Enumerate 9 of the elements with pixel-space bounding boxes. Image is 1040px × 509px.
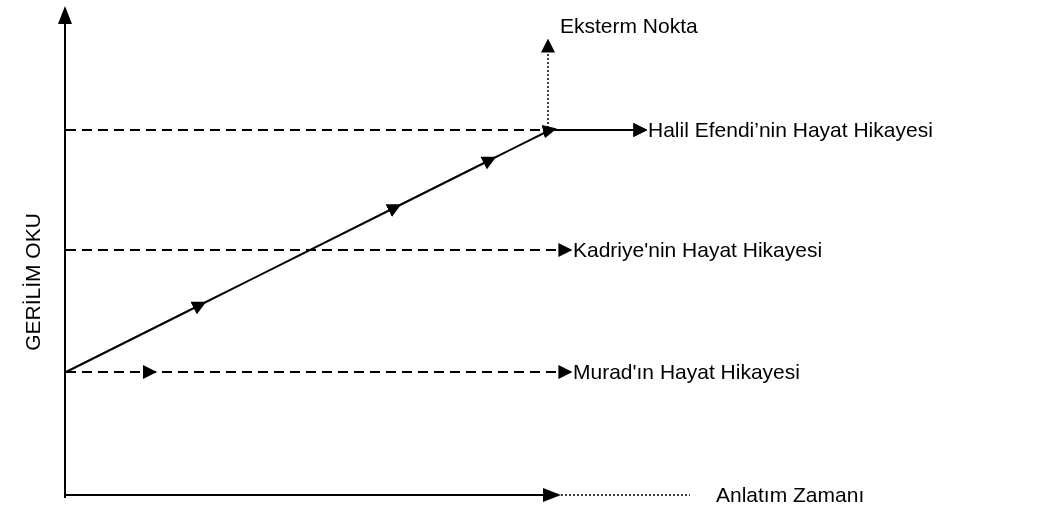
arrow bbox=[65, 365, 572, 379]
story-label: Kadriye'nin Hayat Hikayesi bbox=[573, 238, 823, 262]
story-label: Eksterm Nokta bbox=[560, 14, 698, 38]
story-label: Halil Efendi’nin Hayat Hikayesi bbox=[648, 118, 933, 142]
axis-title: GERİLİM OKU bbox=[20, 213, 45, 351]
axis-title: Anlatım Zamanı bbox=[716, 483, 865, 507]
story-label: Murad'ın Hayat Hikayesi bbox=[573, 360, 800, 384]
arrow bbox=[65, 243, 573, 257]
arrow bbox=[65, 123, 647, 373]
